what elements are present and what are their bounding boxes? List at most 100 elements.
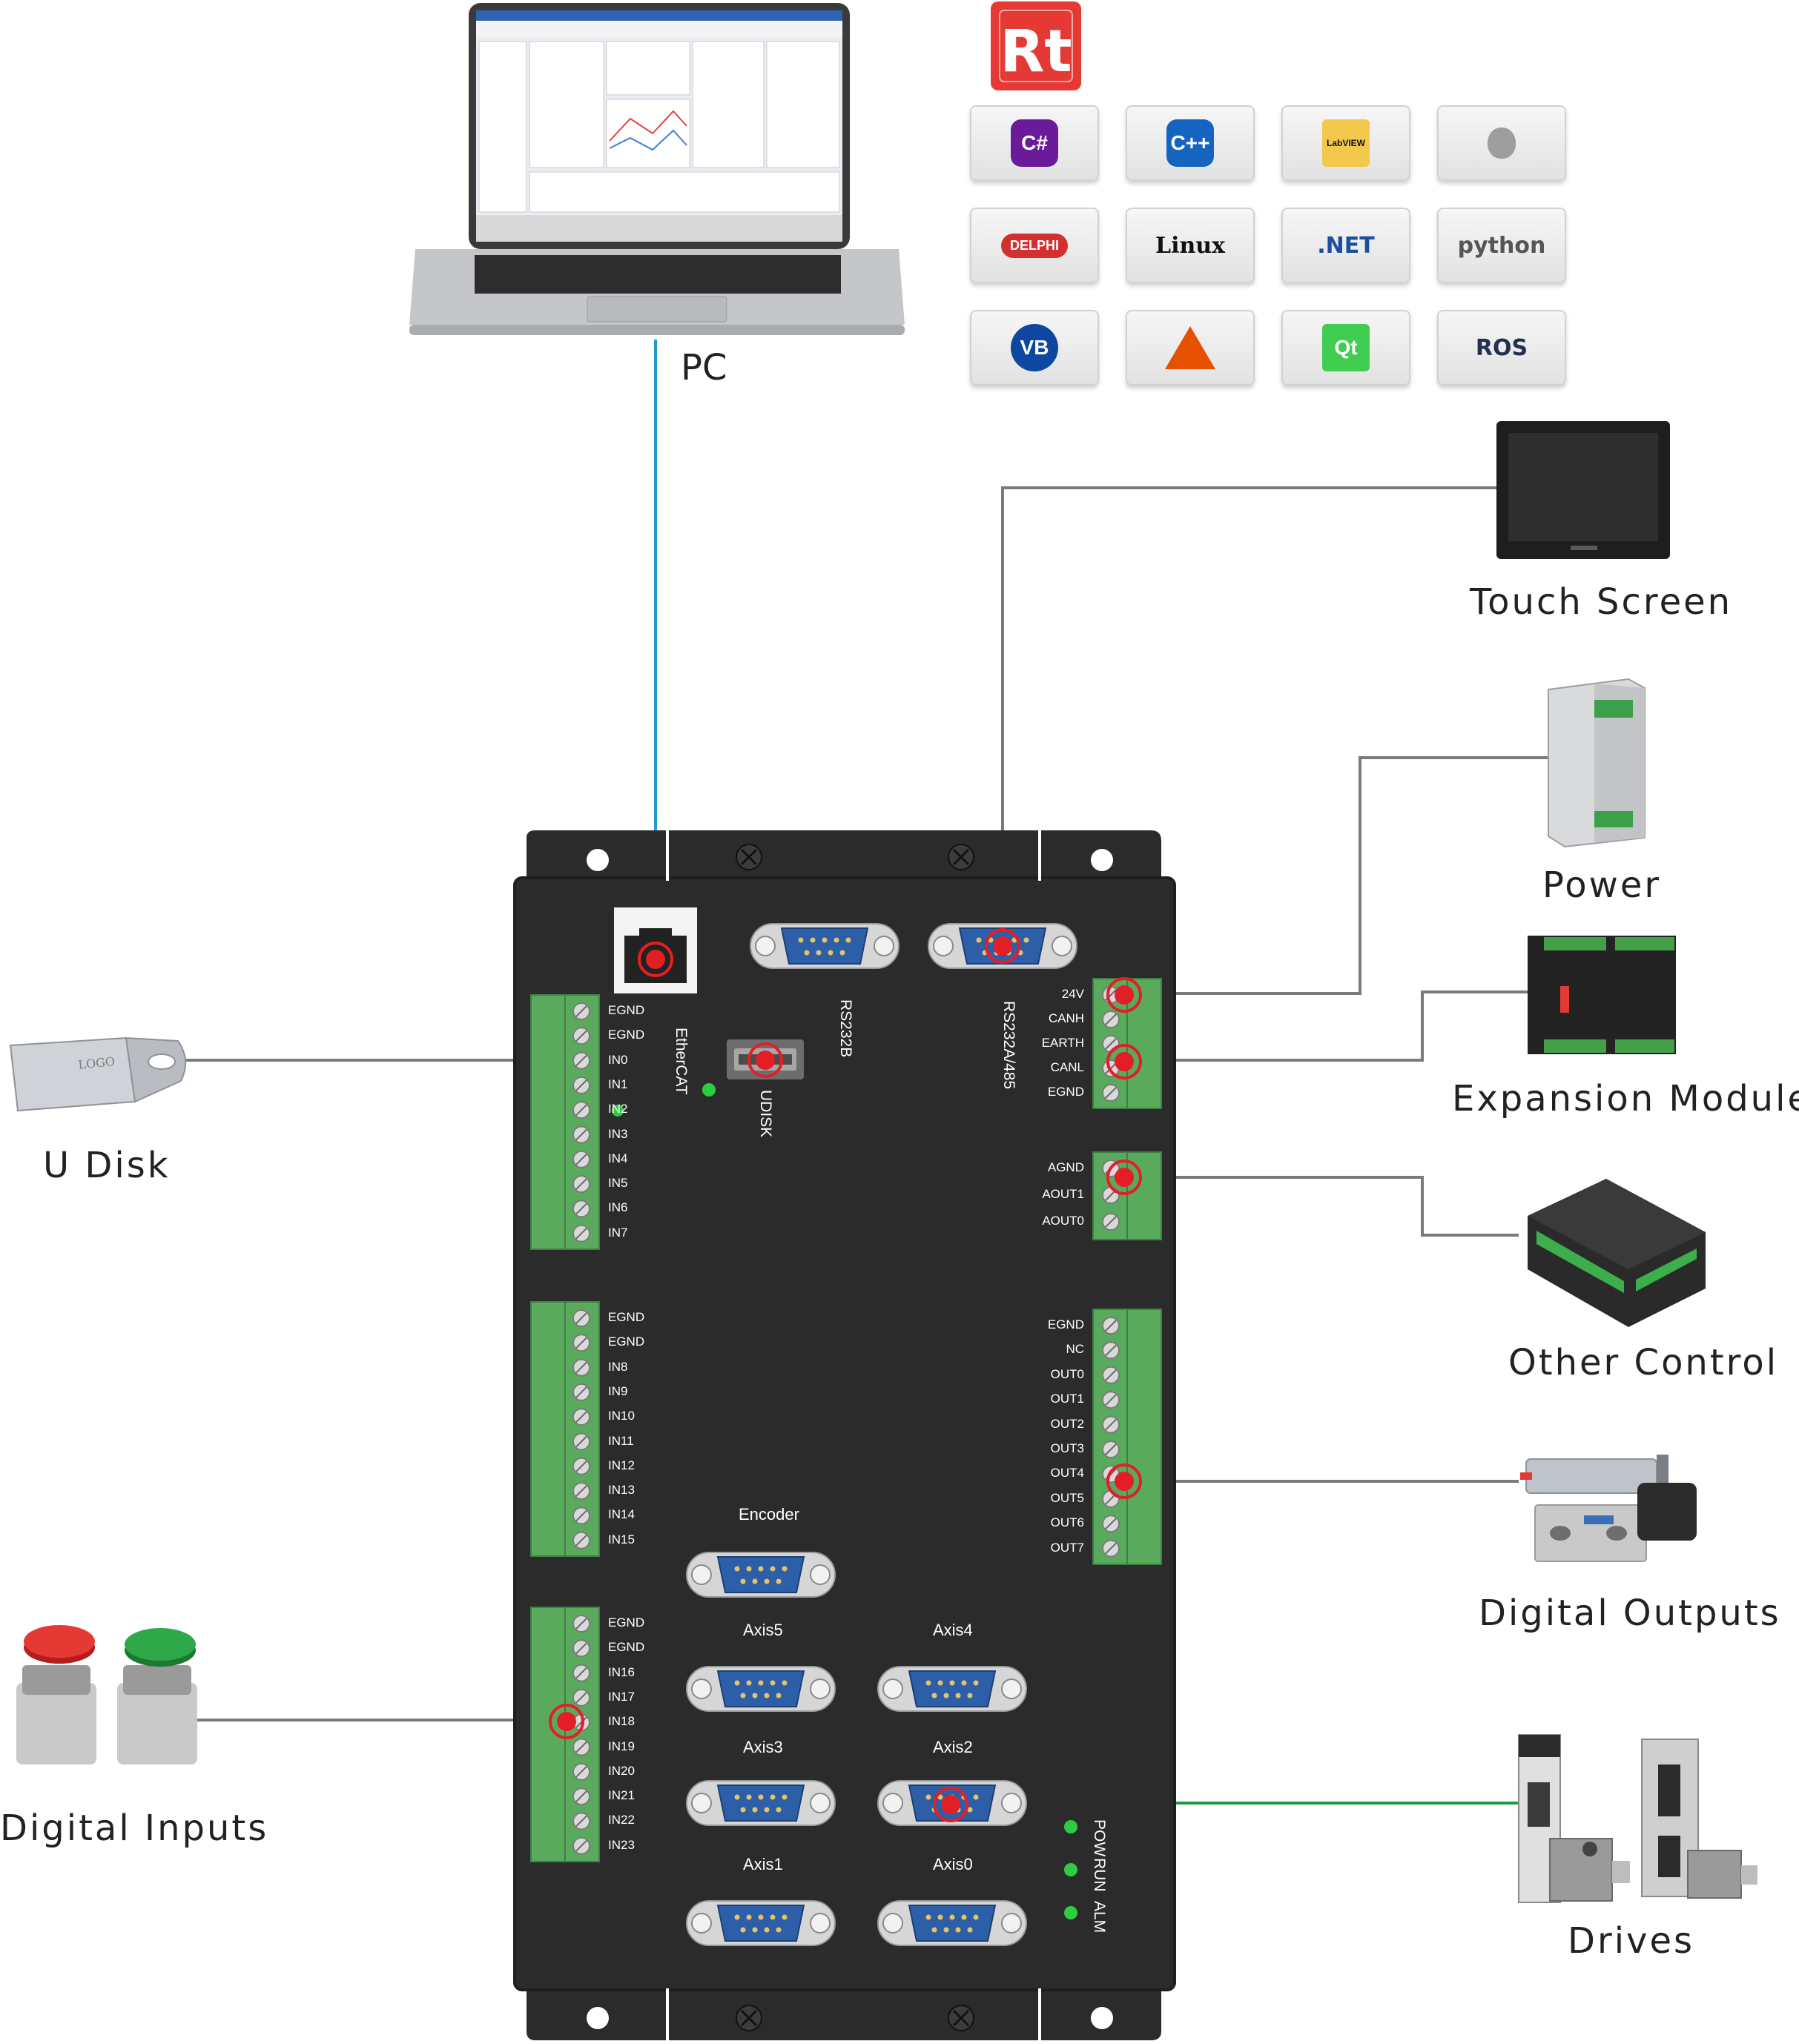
connection-marker bbox=[747, 1042, 783, 1078]
terminal-label-in4: IN4 bbox=[608, 1151, 628, 1165]
terminal-label-out7: OUT7 bbox=[1050, 1540, 1084, 1555]
terminal-label-in11: IN11 bbox=[608, 1433, 634, 1448]
in2-led bbox=[612, 1105, 624, 1117]
alm-label: ALM bbox=[1091, 1901, 1108, 1934]
software-tile-matlab bbox=[1126, 310, 1255, 386]
apple-icon bbox=[1488, 128, 1516, 159]
power-label: Power bbox=[1542, 864, 1662, 906]
terminal-label-canl: CANL bbox=[1050, 1060, 1084, 1074]
terminal-label-in18: IN18 bbox=[608, 1714, 635, 1729]
terminal-label-earth: EARTH bbox=[1041, 1036, 1084, 1050]
digital-inputs-label: Digital Inputs bbox=[0, 1807, 269, 1849]
ethercat-port[interactable] bbox=[614, 907, 697, 993]
mount-hole bbox=[587, 2007, 609, 2029]
software-tile-cplusplus: C++ bbox=[1126, 105, 1255, 181]
terminal-label-in20: IN20 bbox=[608, 1763, 635, 1778]
terminal-label-in19: IN19 bbox=[608, 1739, 635, 1753]
terminal-label-out5: OUT5 bbox=[1050, 1490, 1084, 1505]
software-tile-linux: Linux bbox=[1126, 208, 1255, 283]
expansion-module-label: Expansion Module bbox=[1452, 1078, 1799, 1119]
terminal-label-in10: IN10 bbox=[608, 1409, 635, 1423]
terminal-label-in17: IN17 bbox=[608, 1689, 635, 1704]
expansion-module-device bbox=[1528, 936, 1676, 1054]
terminal-label-out2: OUT2 bbox=[1050, 1416, 1084, 1431]
alm-led bbox=[1064, 1906, 1077, 1919]
terminal-label-in23: IN23 bbox=[608, 1837, 635, 1852]
ethercat-led bbox=[702, 1083, 716, 1097]
motion-controller bbox=[513, 830, 1176, 2040]
axis1-port[interactable] bbox=[686, 1900, 836, 1946]
axis4-port[interactable] bbox=[877, 1666, 1027, 1712]
software-tile-vb: VB bbox=[970, 310, 1099, 386]
pow-led bbox=[1064, 1820, 1077, 1833]
terminal-label-in1: IN1 bbox=[608, 1076, 628, 1091]
terminal-label-egnd: EGND bbox=[608, 1310, 645, 1324]
terminal-block-analog bbox=[1092, 1151, 1162, 1240]
terminal-label-egnd: EGND bbox=[608, 1334, 645, 1349]
touch-screen-link-line bbox=[1001, 486, 1496, 947]
touch-screen-device bbox=[1496, 421, 1670, 559]
terminal-label-in22: IN22 bbox=[608, 1813, 635, 1828]
brand-logo-text: Rt bbox=[1000, 19, 1072, 85]
axis0-port[interactable] bbox=[877, 1900, 1027, 1946]
terminal-label-in15: IN15 bbox=[608, 1532, 635, 1547]
connection-marker bbox=[1106, 1463, 1142, 1499]
delphi-icon: DELPHI bbox=[1000, 233, 1068, 258]
software-tile-qt: Qt bbox=[1281, 310, 1410, 386]
software-tile-python: python bbox=[1437, 208, 1566, 283]
encoder-port[interactable] bbox=[686, 1552, 836, 1598]
linux-icon: Linux bbox=[1155, 232, 1225, 259]
terminal-label-egnd: EGND bbox=[1047, 1317, 1084, 1332]
software-tile-apple bbox=[1437, 105, 1566, 181]
connection-marker bbox=[985, 928, 1020, 964]
terminal-label-egnd: EGND bbox=[608, 1615, 645, 1630]
terminal-label-aout1: AOUT1 bbox=[1042, 1187, 1084, 1201]
terminal-block-block2 bbox=[530, 1301, 600, 1557]
rs232b-port[interactable] bbox=[750, 923, 900, 969]
encoder-label: Encoder bbox=[739, 1505, 799, 1524]
push-buttons bbox=[16, 1625, 197, 1764]
axis1-label: Axis1 bbox=[743, 1855, 783, 1873]
axis5-port[interactable] bbox=[686, 1666, 836, 1712]
terminal-label-egnd: EGND bbox=[608, 1640, 645, 1655]
cplusplus-icon: C++ bbox=[1166, 119, 1214, 167]
power-supply-device bbox=[1548, 678, 1645, 848]
axis2-label: Axis2 bbox=[933, 1738, 973, 1756]
qt-icon: Qt bbox=[1322, 324, 1370, 371]
terminal-label-egnd: EGND bbox=[608, 1003, 645, 1017]
terminal-label-in5: IN5 bbox=[608, 1176, 628, 1191]
connection-marker bbox=[933, 1787, 968, 1822]
axis4-label: Axis4 bbox=[933, 1621, 973, 1639]
drives-device bbox=[1518, 1734, 1757, 1903]
software-tile-ros: ROS bbox=[1437, 310, 1566, 386]
touch-screen-label: Touch Screen bbox=[1470, 581, 1733, 623]
python-icon: python bbox=[1457, 232, 1546, 259]
terminal-block-outputs bbox=[1092, 1309, 1162, 1565]
pc-label: PC bbox=[681, 347, 727, 388]
screen-titlebar bbox=[476, 10, 842, 21]
axis3-port[interactable] bbox=[686, 1780, 836, 1826]
connection-marker bbox=[1106, 1044, 1142, 1079]
terminal-label-out0: OUT0 bbox=[1050, 1366, 1084, 1381]
dotnet-icon: .NET bbox=[1317, 232, 1375, 259]
pow-label: POW bbox=[1091, 1819, 1108, 1857]
terminal-label-in13: IN13 bbox=[608, 1483, 635, 1498]
terminal-label-egnd: EGND bbox=[1047, 1085, 1084, 1099]
rs232b-label: RS232B bbox=[837, 999, 854, 1058]
software-tile-labview: LabVIEW bbox=[1281, 105, 1410, 181]
usb-stick: LOGO bbox=[9, 1036, 186, 1112]
mount-hole bbox=[1091, 2007, 1113, 2029]
terminal-label-in12: IN12 bbox=[608, 1458, 635, 1472]
connection-marker bbox=[1106, 1160, 1142, 1195]
terminal-label-in3: IN3 bbox=[608, 1126, 628, 1141]
mount-hole bbox=[1091, 849, 1113, 871]
terminal-label-in8: IN8 bbox=[608, 1359, 628, 1374]
axis0-label: Axis0 bbox=[933, 1855, 973, 1873]
digital-outputs-label: Digital Outputs bbox=[1479, 1592, 1781, 1634]
matlab-icon bbox=[1165, 326, 1215, 369]
terminal-block-block3 bbox=[530, 1607, 600, 1862]
terminal-label-out1: OUT1 bbox=[1050, 1392, 1084, 1406]
power-link-line bbox=[1124, 756, 1548, 995]
other-control-label: Other Control bbox=[1508, 1342, 1779, 1383]
terminal-block-block1 bbox=[530, 994, 600, 1250]
